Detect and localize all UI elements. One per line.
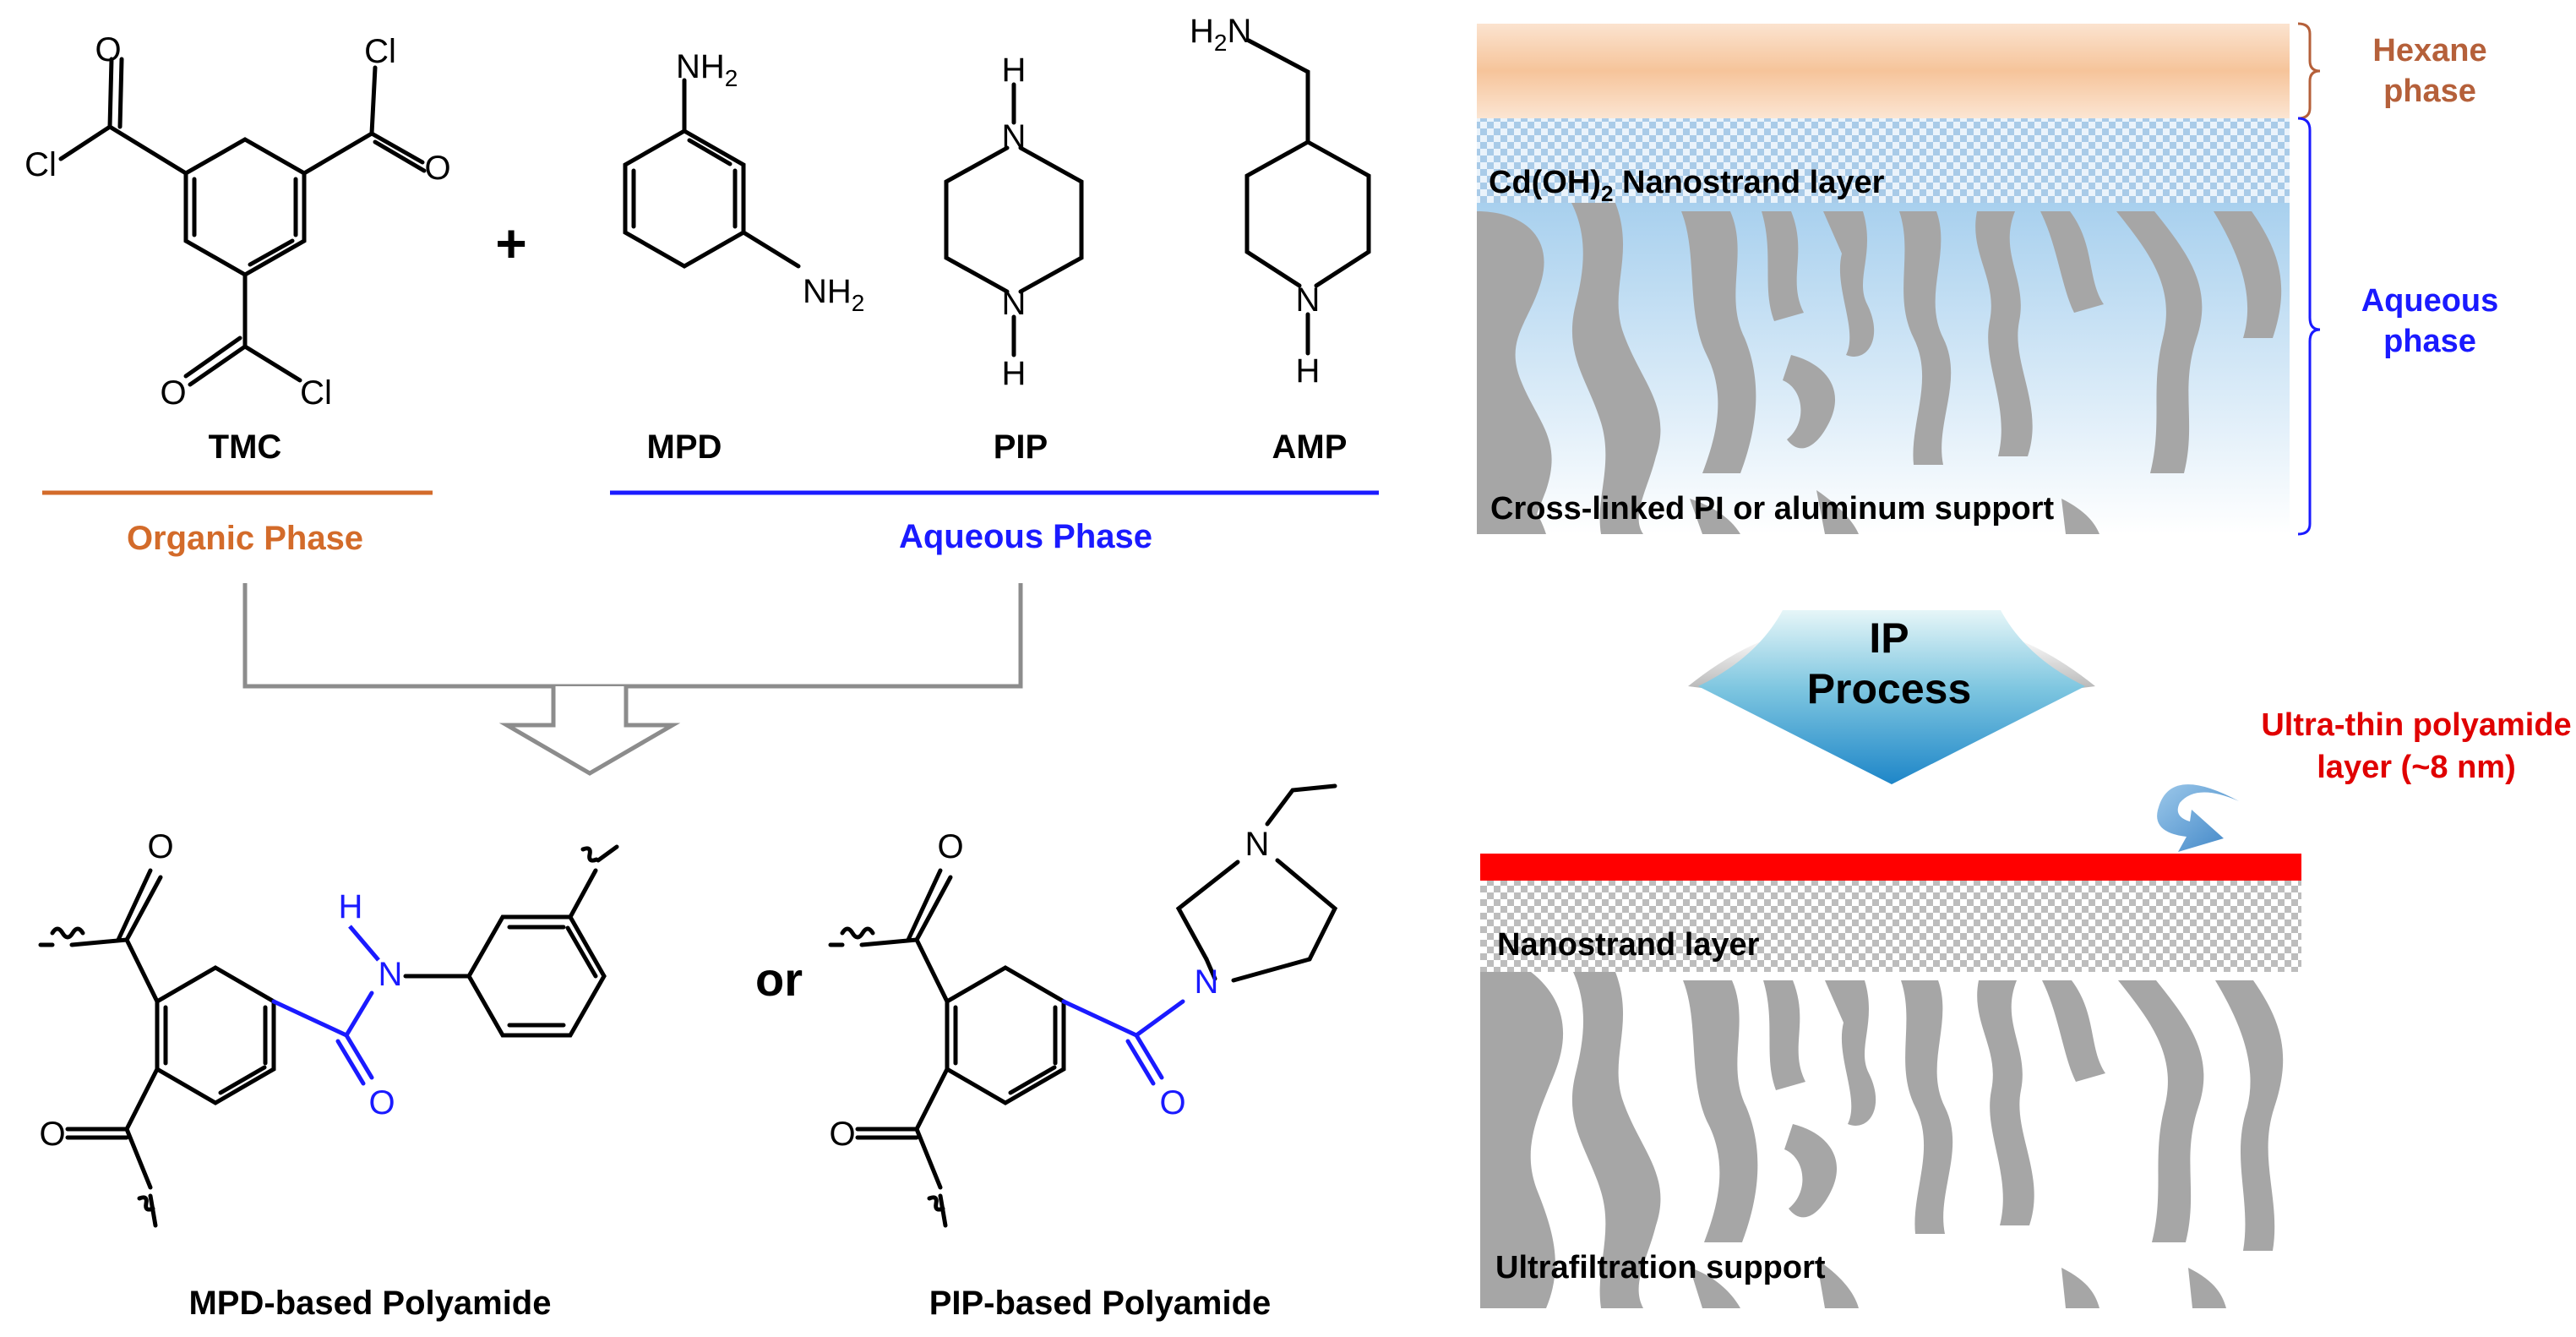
nanostrand-band <box>1480 881 2301 972</box>
amp-molecule <box>1244 38 1371 356</box>
amp-h2n-n: N <box>1227 13 1251 50</box>
amp-label: AMP <box>1272 428 1348 466</box>
ip-process-arrow: IP Process <box>1688 610 2095 784</box>
pip-poly-o2: O <box>829 1116 855 1153</box>
pip-h-top: H <box>1002 52 1027 89</box>
ip-label: IP <box>1869 614 1909 662</box>
support-pores-top <box>1477 203 2282 534</box>
aqueous-bracket <box>2297 117 2321 536</box>
pip-poly-o1: O <box>937 828 963 865</box>
mpd-nh2-top: NH <box>676 48 725 85</box>
amp-n: N <box>1296 281 1321 319</box>
membrane-after-ip: Nanostrand layer Ultrafiltration support <box>1480 854 2301 1308</box>
pip-n-bottom: N <box>1002 285 1027 322</box>
down-arrow-icon <box>498 686 681 776</box>
tmc-molecule <box>58 57 427 387</box>
ultra-thin-label-2: layer (~8 nm) <box>2317 750 2516 785</box>
pip-atoms: H N N H <box>1002 52 1027 392</box>
mpd-nh2-right: NH <box>803 273 852 310</box>
hexane-phase-band <box>1477 24 2290 118</box>
tmc-cl2: Cl <box>364 33 396 70</box>
mpd-polyamide-ring2 <box>403 844 619 1038</box>
aqueous-phase-right-label-1: Aqueous <box>2361 283 2499 319</box>
tmc-o3: O <box>160 374 186 412</box>
pip-poly-o3: O <box>1159 1084 1185 1121</box>
pip-molecule <box>944 82 1084 357</box>
mpd-polyamide-label: MPD-based Polyamide <box>188 1285 551 1322</box>
support-pores-bottom <box>1480 972 2284 1308</box>
mpd-polyamide-amide <box>271 990 374 1086</box>
cdoh2-nanostrand-label: Cd(OH)2 Nanostrand layer <box>1489 165 1885 206</box>
ultra-thin-label-1: Ultra-thin polyamide <box>2261 707 2571 743</box>
pip-polyamide-label: PIP-based Polyamide <box>929 1285 1272 1322</box>
hexane-phase-label-1: Hexane <box>2372 33 2486 68</box>
pip-poly-n2: N <box>1245 826 1270 863</box>
arrow-body <box>1698 610 2085 784</box>
tmc-label: TMC <box>209 428 282 466</box>
amp-h2n-sub: 2 <box>1214 30 1228 56</box>
hexane-phase-label-2: phase <box>2383 74 2476 109</box>
crosslinked-support-label: Cross-linked PI or aluminum support <box>1490 491 2055 527</box>
tmc-o2: O <box>424 150 450 187</box>
mpd-polyamide-atoms: O O H N O <box>39 828 402 1153</box>
mpd-nh2-right-sub: 2 <box>852 290 865 316</box>
mpd-poly-nh-bond <box>348 925 380 962</box>
tmc-cl3: Cl <box>300 374 332 412</box>
mpd-molecule <box>623 78 801 269</box>
mpd-poly-o1: O <box>147 828 173 865</box>
mpd-poly-o3: O <box>368 1084 395 1121</box>
amp-h: H <box>1296 352 1321 390</box>
tmc-atoms: O Cl Cl O O Cl <box>25 31 450 412</box>
pip-polyamide-structure <box>828 783 1338 1228</box>
mpd-poly-o2: O <box>39 1116 65 1153</box>
svg-text:H2N: H2N <box>1190 13 1251 56</box>
tmc-cl1: Cl <box>25 146 57 183</box>
nanostrand-layer-label: Nanostrand layer <box>1497 927 1760 963</box>
svg-text:NH2: NH2 <box>803 273 864 316</box>
mpd-nh2-top-sub: 2 <box>725 65 738 91</box>
aqueous-phase-label: Aqueous Phase <box>899 518 1152 555</box>
membrane-before-ip: Hexane phase Aqueous phase Cd(OH)2 Nanos… <box>1477 22 2499 536</box>
pip-label: PIP <box>994 428 1048 466</box>
plus-sign: + <box>495 213 526 274</box>
mpd-poly-h: H <box>339 888 363 925</box>
cdoh2-nanostrand-band <box>1477 118 2290 203</box>
organic-phase-label: Organic Phase <box>127 520 363 557</box>
merge-connector <box>242 583 1023 689</box>
polyamide-layer <box>1480 854 2301 881</box>
amp-h2n-h: H <box>1190 13 1214 50</box>
mpd-label: MPD <box>647 428 722 466</box>
hexane-bracket <box>2297 22 2321 120</box>
mpd-atoms: NH2 NH2 <box>676 48 864 316</box>
pip-poly-n1: N <box>1195 963 1219 1001</box>
ultrafiltration-support-label: Ultrafiltration support <box>1495 1250 1826 1285</box>
curved-arrow-icon <box>2157 784 2239 852</box>
aqueous-phase-right-label-2: phase <box>2383 324 2476 359</box>
pip-h-bottom: H <box>1002 355 1027 392</box>
amp-atoms: H2N N H <box>1190 13 1320 390</box>
svg-text:NH2: NH2 <box>676 48 738 91</box>
process-label: Process <box>1807 665 1972 712</box>
mpd-polyamide-structure <box>38 868 276 1228</box>
mpd-poly-n: N <box>379 956 403 993</box>
pip-polyamide-amide <box>1061 999 1185 1086</box>
pip-polyamide-atoms: O O N O N <box>829 826 1269 1153</box>
tmc-o1: O <box>95 31 121 68</box>
or-connector: or <box>755 952 803 1006</box>
pip-n-top: N <box>1002 118 1027 156</box>
